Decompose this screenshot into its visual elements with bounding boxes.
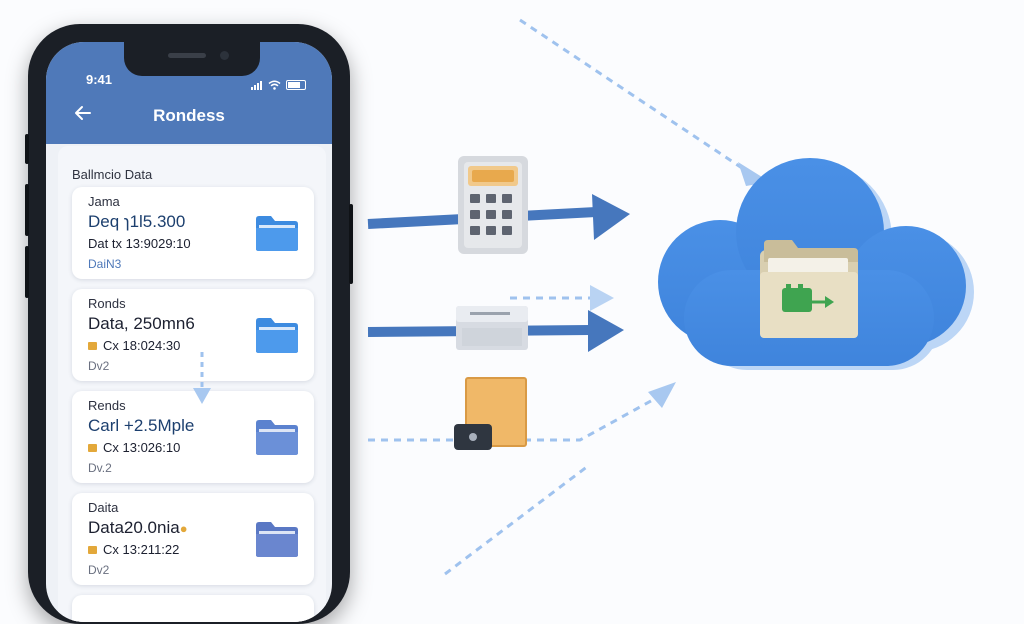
back-button[interactable] — [74, 104, 92, 124]
wifi-icon — [268, 80, 281, 90]
speaker — [168, 53, 206, 58]
signal-icon — [251, 72, 263, 90]
camera — [220, 51, 229, 60]
section-title: Ballmcio Data — [72, 167, 153, 182]
item-footer: DaiN3 — [88, 257, 122, 271]
item-meta: Dat tx 13:9029:10 — [88, 236, 191, 251]
item-meta: Cx 18:024:30 — [88, 338, 180, 353]
list-item[interactable]: Rends Carl +2.5Mple Cx 13:026:10 Dv.2 — [72, 391, 314, 483]
page-title: Rondess — [153, 106, 225, 125]
item-meta-text: Dat tx 13:9029:10 — [88, 236, 191, 251]
battery-icon — [286, 80, 306, 90]
status-icons — [251, 72, 306, 90]
item-title: Data, 250mn6 — [88, 314, 195, 333]
tag-icon — [88, 443, 97, 452]
notch — [124, 42, 260, 76]
item-label: Ronds — [88, 296, 126, 311]
package-icon — [454, 377, 527, 450]
item-meta: Cx 13:026:10 — [88, 440, 180, 455]
calculator-icon — [458, 156, 528, 254]
connection-lines — [193, 18, 770, 576]
item-title-text: Data20.0nia — [88, 518, 180, 537]
item-meta-text: Cx 13:211:22 — [103, 542, 180, 557]
item-title: Data20.0nia● — [88, 518, 188, 538]
list-item[interactable]: Daita Data20.0nia● Cx 13:211:22 Dv2 — [72, 493, 314, 585]
item-title: Deq ɿ1l5.300 — [88, 212, 186, 231]
power-button — [349, 204, 353, 284]
phone-screen: 9:41 Rondess Ballmcio Data Jama Deq ɿ1l5… — [46, 42, 332, 622]
cloud-folder-icon — [760, 240, 858, 338]
folder-icon — [256, 522, 298, 557]
item-label: Jama — [88, 194, 120, 209]
item-meta-text: Cx 13:026:10 — [103, 440, 181, 455]
item-footer: Dv.2 — [88, 461, 112, 475]
arrow-left-icon — [75, 106, 91, 120]
cloud-icon — [658, 158, 974, 370]
volume-down-button — [25, 246, 29, 298]
phone-frame: 9:41 Rondess Ballmcio Data Jama Deq ɿ1l5… — [25, 24, 353, 624]
tag-icon — [88, 545, 97, 554]
list-item[interactable] — [72, 595, 314, 622]
list-item[interactable]: Jama Deq ɿ1l5.300 Dat tx 13:9029:10 DaiN… — [72, 187, 314, 279]
folder-icon — [256, 318, 298, 353]
item-footer: Dv2 — [88, 359, 110, 373]
item-title: Carl +2.5Mple — [88, 416, 195, 435]
item-label: Daita — [88, 500, 119, 515]
status-time: 9:41 — [86, 72, 113, 87]
tag-icon — [88, 341, 97, 350]
mute-switch — [25, 134, 29, 164]
item-meta: Cx 13:211:22 — [88, 542, 179, 557]
folder-icon — [256, 216, 298, 251]
lock-icon: ● — [179, 521, 188, 536]
dashed-line-bottom — [444, 464, 589, 576]
item-label: Rends — [88, 398, 126, 413]
server-icon — [456, 306, 528, 350]
list-item[interactable]: Ronds Data, 250mn6 Cx 18:024:30 Dv2 — [72, 289, 314, 381]
item-footer: Dv2 — [88, 563, 110, 577]
volume-up-button — [25, 184, 29, 236]
dashed-down-arrow — [193, 352, 211, 404]
dashed-line-lower — [368, 382, 676, 442]
item-meta-text: Cx 18:024:30 — [103, 338, 181, 353]
dashed-line-middle — [510, 285, 614, 311]
folder-icon — [256, 420, 298, 455]
